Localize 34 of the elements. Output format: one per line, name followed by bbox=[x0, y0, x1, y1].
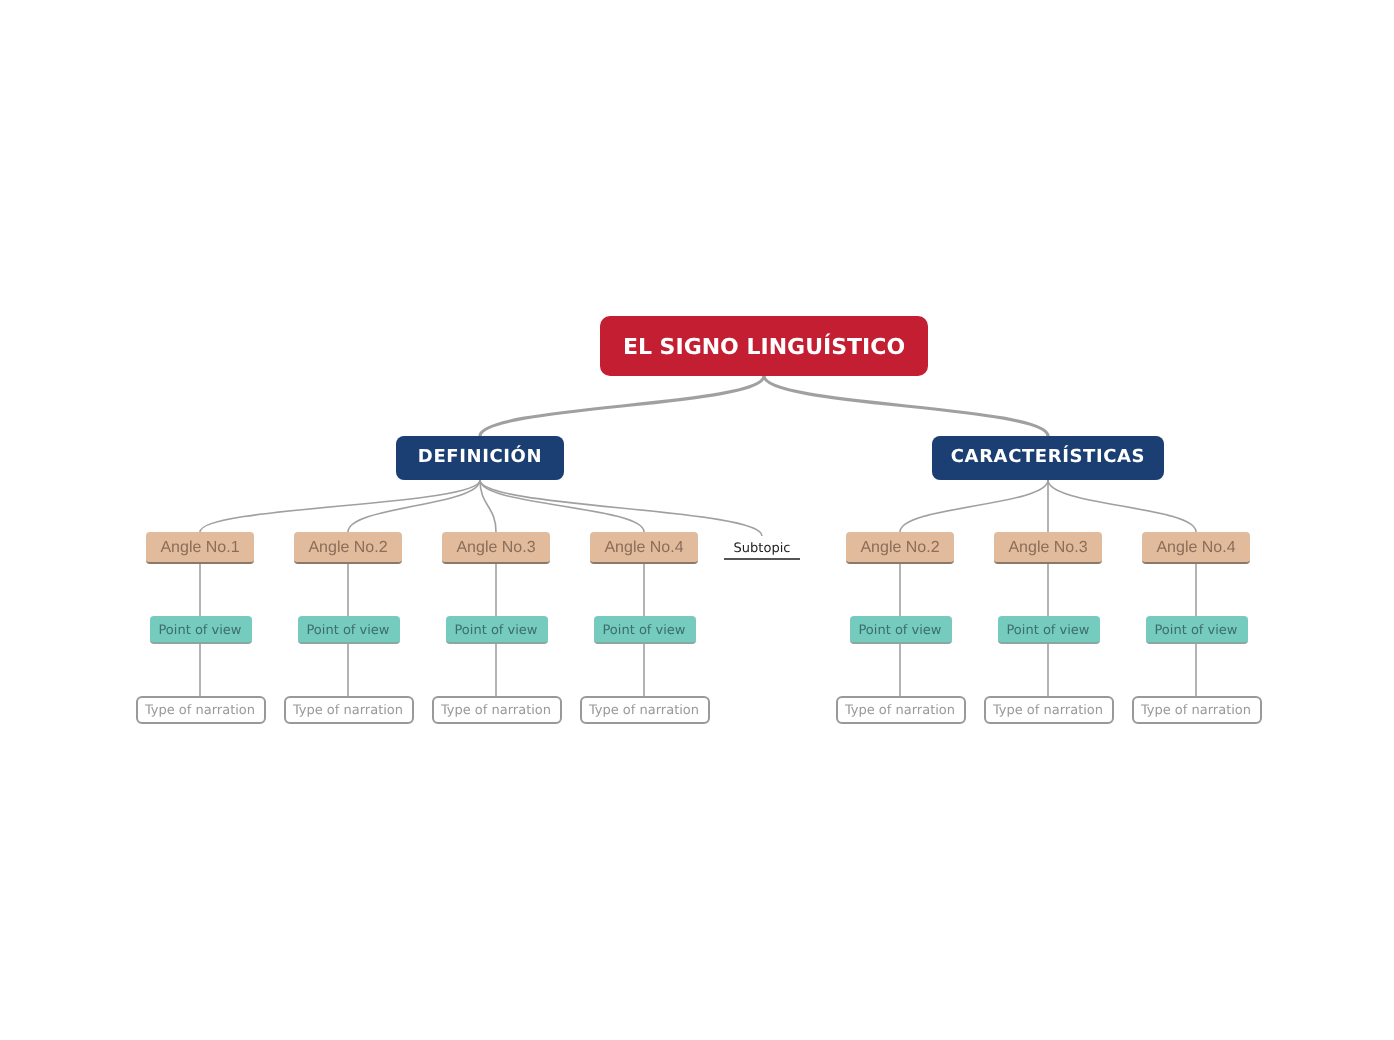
subtopic-box: Angle No.1 bbox=[146, 532, 254, 564]
main-topic: CARACTERÍSTICAS bbox=[932, 436, 1164, 480]
connector-line bbox=[1047, 563, 1049, 617]
connector-line bbox=[1047, 479, 1197, 533]
subtopic-box: Angle No.3 bbox=[442, 532, 550, 564]
connector-line bbox=[479, 479, 763, 537]
subtopic-box: Angle No.4 bbox=[1142, 532, 1250, 564]
connector-line bbox=[479, 479, 645, 533]
connector-line bbox=[1047, 643, 1049, 697]
connector-line bbox=[199, 563, 201, 617]
connector-line bbox=[347, 643, 349, 697]
connector-line bbox=[1195, 643, 1197, 697]
connector-line bbox=[495, 643, 497, 697]
connector-line bbox=[1195, 563, 1197, 617]
connector-line bbox=[199, 643, 201, 697]
connector-line bbox=[347, 563, 349, 617]
connector-line bbox=[643, 643, 645, 697]
main-topic: DEFINICIÓN bbox=[396, 436, 564, 480]
central-topic: EL SIGNO LINGUÍSTICO bbox=[600, 316, 928, 376]
connector-line bbox=[899, 643, 901, 697]
connector-line bbox=[762, 375, 1050, 437]
subtopic-box: Angle No.4 bbox=[590, 532, 698, 564]
connector-line bbox=[899, 479, 1049, 533]
connector-line bbox=[479, 479, 497, 533]
connector-line bbox=[495, 563, 497, 617]
connector-line bbox=[347, 479, 481, 533]
connector-line bbox=[1047, 479, 1049, 533]
subtopic-box: Angle No.3 bbox=[994, 532, 1102, 564]
subtopic-box: Angle No.2 bbox=[294, 532, 402, 564]
connector-line bbox=[899, 563, 901, 617]
subtopic-box: Angle No.2 bbox=[846, 532, 954, 564]
connector-line bbox=[199, 479, 481, 533]
connector-line bbox=[643, 563, 645, 617]
connector-line bbox=[478, 375, 766, 437]
